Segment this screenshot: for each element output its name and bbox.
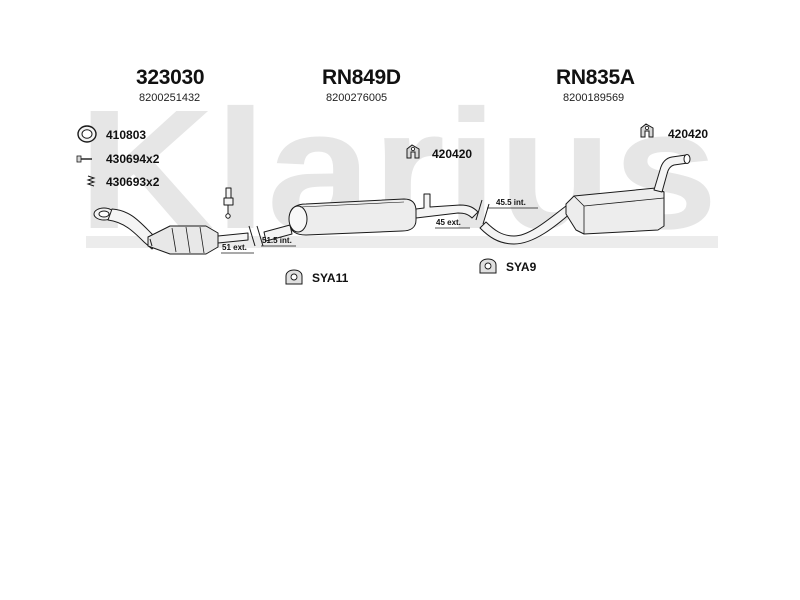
mounting-bracket-icon [406,144,420,159]
accessory-420420-rear: 420420 [668,127,709,141]
center-tail-pipe [415,193,479,219]
joint-break-1 [248,225,264,247]
accessory-sya9: SYA9 [506,260,537,274]
accessory-420420-mid: 420420 [432,147,473,161]
accessory-sya11: SYA11 [312,271,349,285]
rubber-hanger-icon [479,258,497,274]
part-code-3: RN835A [556,66,635,89]
rear-silencer [565,187,665,235]
accessory-410803: 410803 [106,128,147,142]
part-code-1: 323030 [136,66,205,89]
accessory-430694: 430694x2 [106,152,160,166]
rubber-hanger-icon [285,269,303,285]
dimension-label-1: 51 ext. [222,243,247,252]
mounting-bracket-icon [640,123,654,138]
catalytic-converter [147,225,219,255]
dimension-label-4: 45.5 int. [496,198,526,207]
joint-break-2 [475,199,490,225]
part-oe-1: 8200251432 [139,92,201,104]
center-silencer [288,198,417,236]
bolt-icon [76,155,92,163]
dimension-label-2: 51.5 int. [262,236,292,245]
accessory-430693: 430693x2 [106,175,160,189]
intermediate-pipe-mid [263,224,293,242]
spring-icon [86,175,96,187]
tailpipe [653,154,689,193]
front-downpipe [107,208,161,250]
dimension-label-3: 45 ext. [436,218,461,227]
sensor-boss [223,187,234,219]
part-oe-2: 8200276005 [326,92,388,104]
ring-gasket-icon [77,125,97,143]
part-oe-3: 8200189569 [563,92,625,104]
intermediate-pipe-front [217,232,249,244]
part-code-2: RN849D [322,66,401,89]
rear-pipe [479,205,573,245]
